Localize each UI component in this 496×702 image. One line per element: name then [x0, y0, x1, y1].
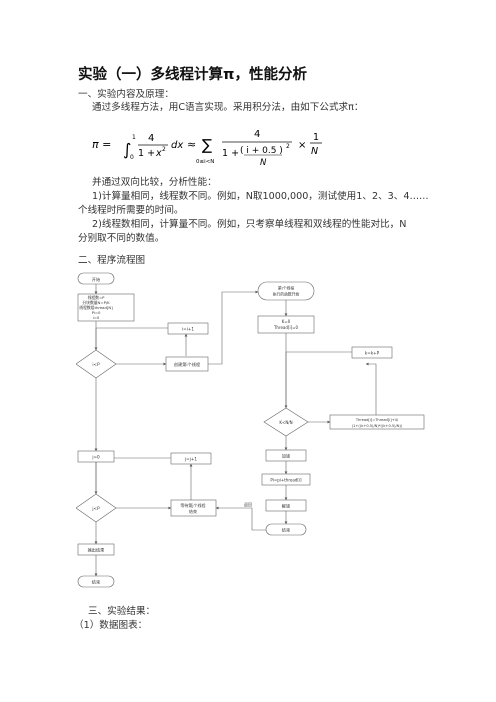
flow-wait-thread	[170, 499, 217, 517]
integral-upper: 1	[132, 134, 136, 141]
flow-end-label: 结束	[92, 579, 101, 586]
flow-compute-line-2: (1+((k+0.5)/N)*((k+0.5)/N))	[352, 424, 403, 428]
analysis-item-2-line-2: 分别取不同的数值。	[78, 233, 165, 244]
flow-thread-start-line-2: 执行的函数开始	[273, 292, 300, 297]
flow-return-label: 返回	[244, 501, 252, 507]
inner-denominator: N	[260, 158, 267, 168]
flow-thread-init-line-1: K=0	[282, 319, 291, 324]
fraction-denominator-exp: 2	[162, 146, 166, 153]
fraction-numerator: 4	[148, 133, 154, 144]
flow-cond-k	[263, 407, 309, 437]
flow-inc-k-label: k=k+P	[365, 351, 380, 356]
flow-thread-end-label: 结束	[282, 527, 291, 534]
flow-lock-label: 加锁	[282, 453, 291, 460]
flow-thread-end	[265, 523, 307, 536]
flow-compute	[329, 414, 425, 430]
flow-thread-init	[257, 315, 315, 334]
flow-thread-start	[257, 281, 315, 301]
analysis-item-1-line-1: 1)计算量相同，线程数不同。例如，N取1000,000，测试使用1、2、3、4……	[92, 191, 429, 202]
flow-init-line-3: 线程数组thread[N]	[79, 305, 113, 310]
flow-cond-i-label: i<P	[92, 362, 100, 367]
differential: dx	[171, 140, 183, 151]
flow-start-label: 开始	[92, 276, 101, 283]
flow-wait-thread-line-1: 等待第j个线程	[180, 502, 205, 508]
flow-init-box	[77, 293, 135, 322]
flow-cond-i	[76, 349, 117, 379]
analysis-item-2-line-1: 2)线程数相同，计算量不同。例如，只考察单线程和双线程的性能对比，N	[92, 219, 407, 230]
section-heading-results: 三、实验结果：	[88, 606, 156, 617]
flow-cond-k-label: K<N/N	[279, 420, 292, 425]
flow-create-thread-label: 创建第i个线程	[174, 361, 201, 368]
flow-unlock	[265, 499, 307, 512]
flow-create-thread	[165, 356, 209, 372]
sum-numerator: 4	[254, 129, 260, 140]
flow-inc-k	[351, 346, 393, 359]
flow-init-line-1: 线程数=P	[88, 295, 106, 300]
document-title: 实验（一）多线程计算π，性能分析	[78, 67, 307, 83]
flow-thread-start-line-1: 第i个线程	[278, 286, 294, 291]
flow-init-line-2: 分块数量N=P/K	[82, 300, 110, 305]
sum-exponent: 2	[286, 143, 290, 150]
flow-cond-j	[76, 493, 117, 523]
flow-inc-i-label: i=i+1	[182, 327, 194, 332]
flow-start	[77, 272, 115, 285]
sum-denominator: 1 +	[222, 148, 239, 159]
integral-sign: ∫	[123, 140, 131, 159]
flow-inc-i	[167, 322, 209, 335]
flow-inc-j	[170, 452, 212, 465]
flow-lock	[265, 449, 307, 462]
flow-cond-j-label: j<P	[91, 506, 100, 511]
flow-compute-line-1: Thread[i]=Thread[i]+4/	[355, 418, 399, 422]
times-sign: ×	[298, 140, 306, 151]
sum-range: 0≤i<N	[196, 159, 214, 165]
flow-init-line-5: i=0	[93, 315, 100, 320]
unit-numerator: 1	[313, 132, 319, 143]
flow-inc-j-label: j=j+1	[184, 457, 197, 462]
results-subheading-charts: （1）数据图表：	[74, 620, 148, 631]
program-flowchart: 开始 线程数=P 分块数量N=P/K 线程数组thread[N] Pi=0 i=…	[76, 272, 425, 588]
formula-lhs: π =	[92, 138, 111, 151]
flow-reset-j	[77, 450, 115, 463]
flow-reset-j-label: j=0	[91, 455, 100, 460]
analysis-intro: 并通过双向比较，分析性能：	[92, 177, 217, 188]
integral-lower: 0	[130, 154, 134, 161]
fraction-denominator-x: x	[155, 148, 162, 159]
pi-integral-formula: π = ∫ 1 0 4 1 + x 2 dx ≈ ∑ 0≤i<N 4 1 + (…	[92, 129, 322, 168]
flow-accumulate	[261, 473, 311, 486]
flow-init-line-4: Pi=0	[92, 310, 101, 315]
fraction-denominator: 1 +	[138, 148, 155, 159]
flow-accumulate-label: Pi=pi+thread[i]	[270, 478, 302, 483]
sum-denominator-paren: ( i + 0.5 )	[240, 146, 283, 156]
flow-end	[77, 575, 115, 588]
sum-sign: ∑	[202, 136, 212, 154]
section-heading-contents: 一、实验内容及原理：	[78, 89, 174, 100]
flow-wait-thread-line-2: 结束	[189, 508, 197, 514]
analysis-item-1-line-2: 个线程时所需要的时间。	[78, 205, 184, 216]
flow-output	[77, 543, 115, 556]
approx-sign: ≈	[187, 138, 196, 151]
section-heading-flowchart: 二、程序流程图	[78, 255, 146, 266]
intro-paragraph: 通过多线程方法，用C语言实现。采用积分法，由如下公式求π：	[92, 102, 364, 113]
unit-denominator: N	[311, 146, 318, 157]
flow-thread-init-line-2: Thread[i]=0	[273, 325, 299, 330]
flow-output-label: 输出结果	[88, 547, 106, 554]
flow-unlock-label: 解锁	[282, 503, 291, 510]
